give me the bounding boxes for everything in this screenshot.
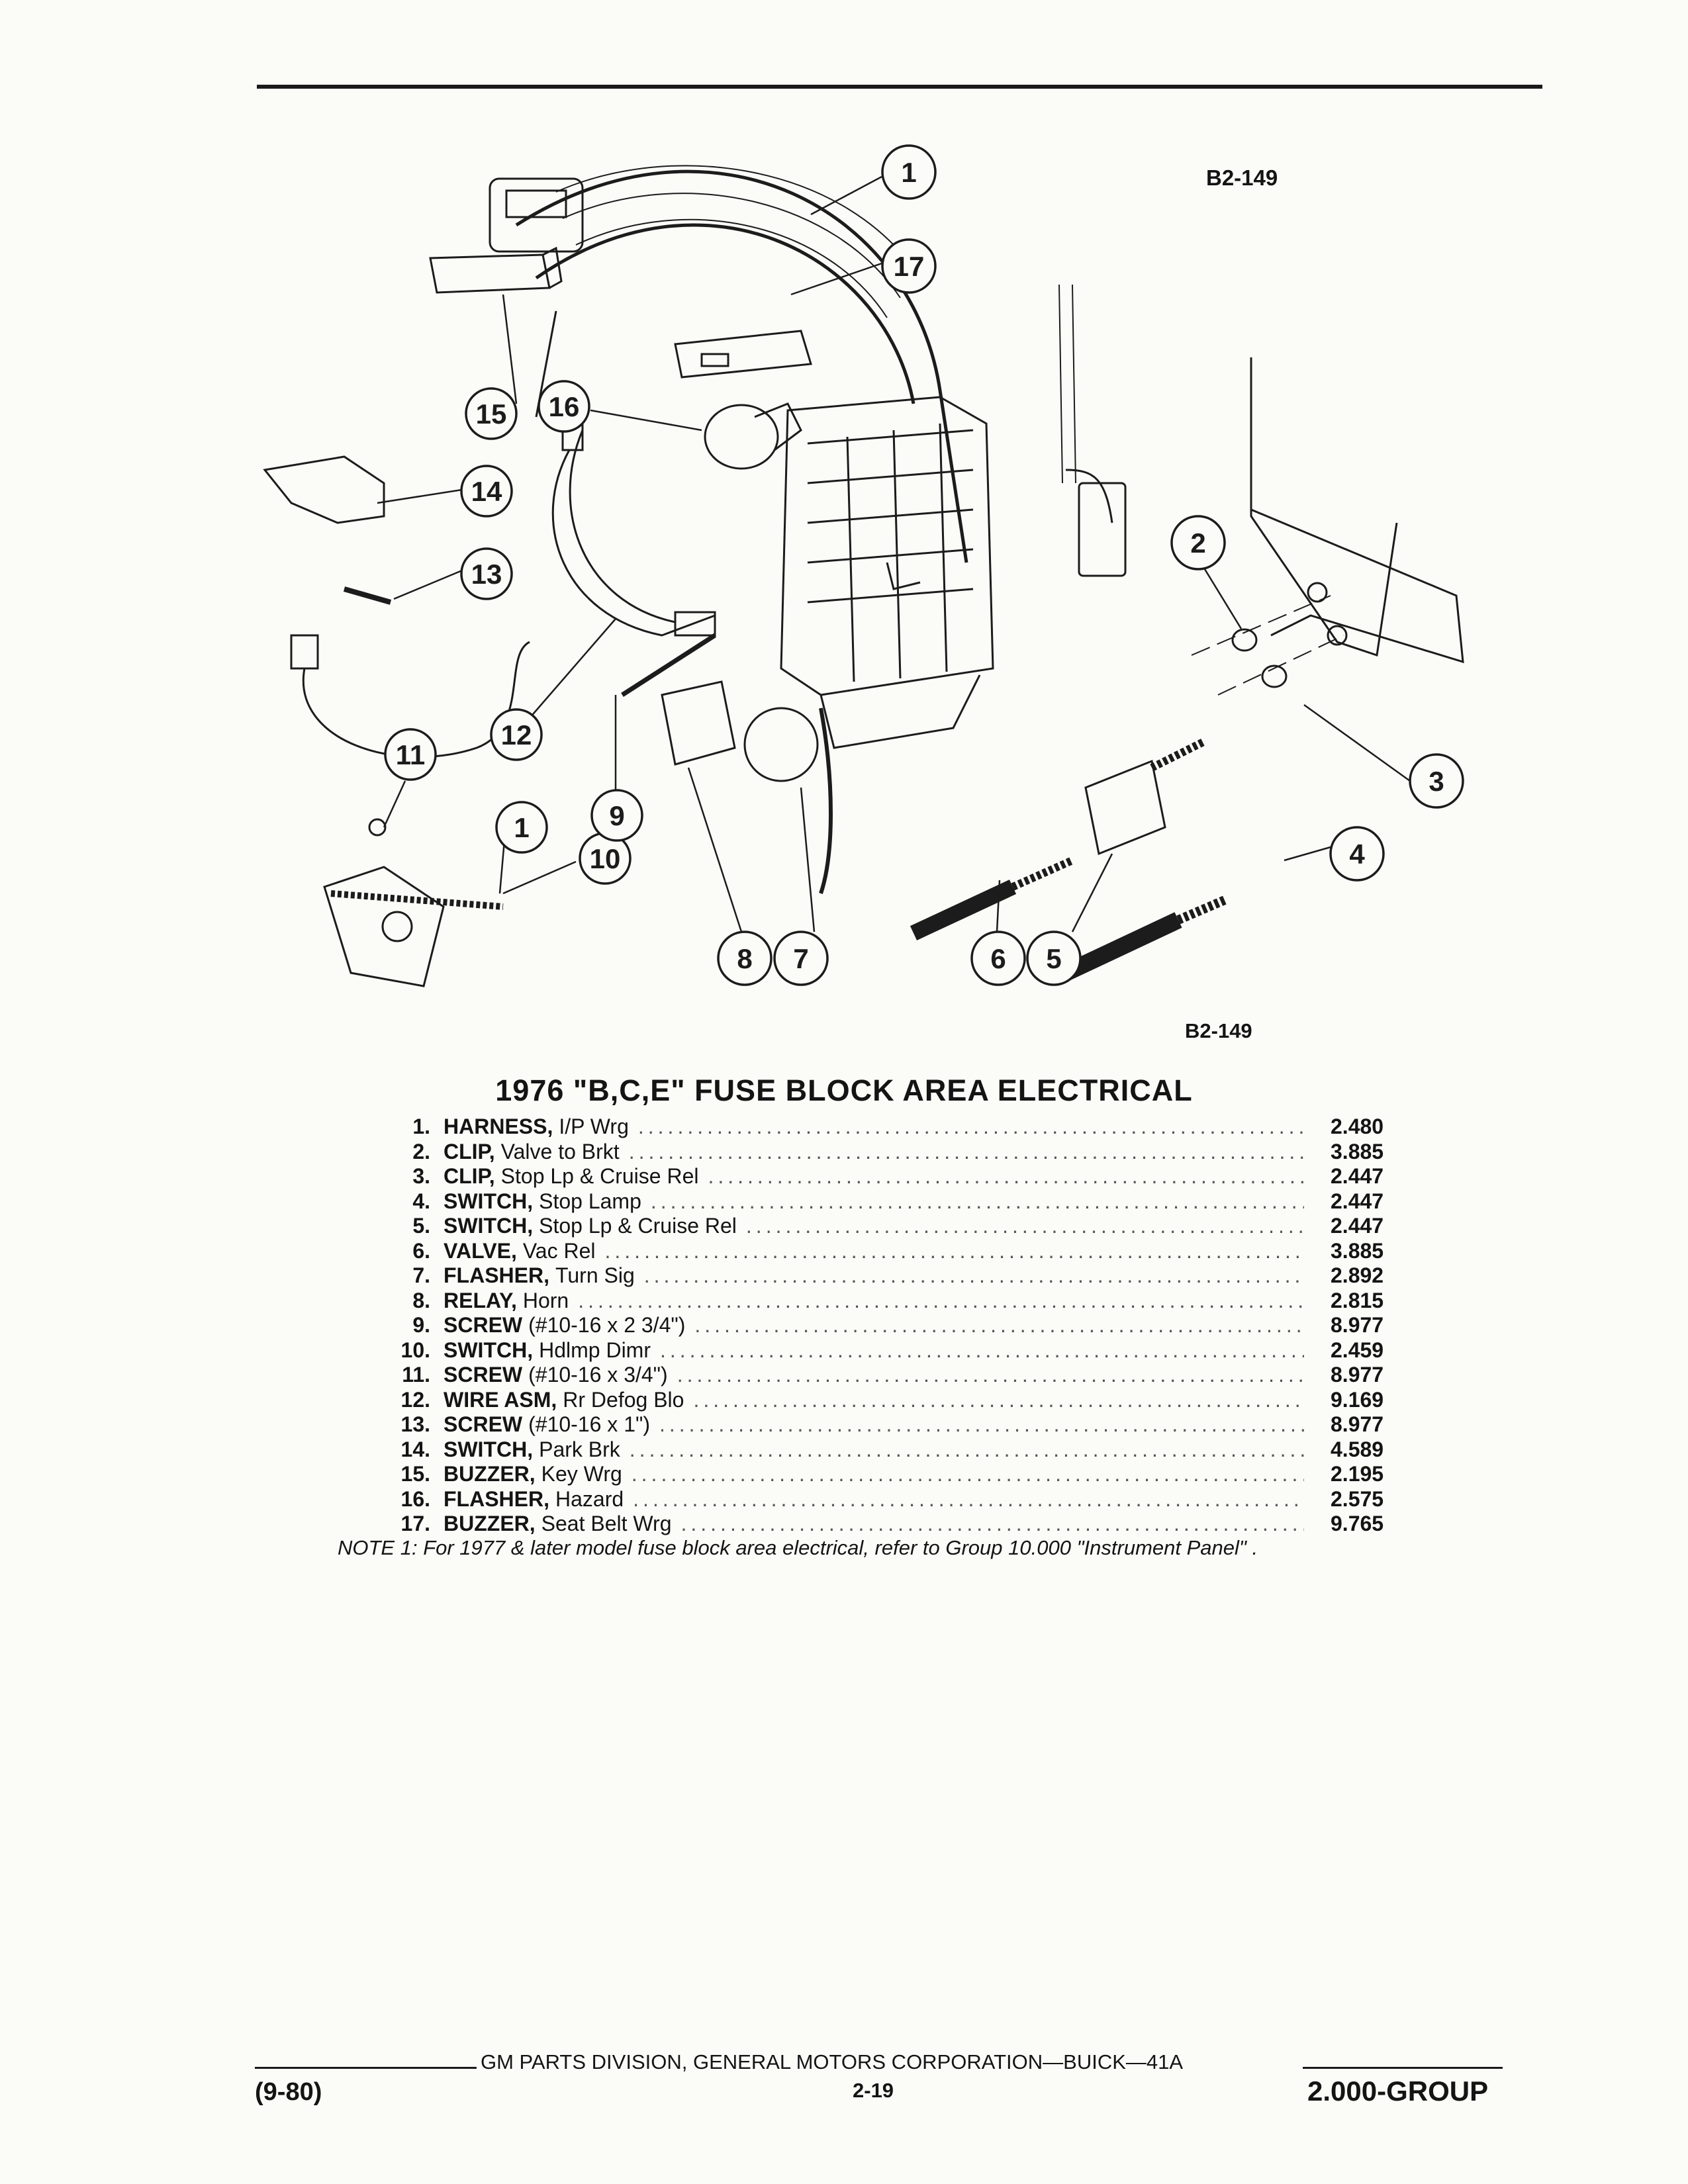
callout-7: 7 xyxy=(773,931,829,986)
parts-list-item: 6.VALVE,Vac Rel.........................… xyxy=(412,1238,1384,1263)
callout-8: 8 xyxy=(717,931,773,986)
parts-list-item: 2.CLIP,Valve to Brkt....................… xyxy=(412,1139,1384,1163)
callout-15: 15 xyxy=(465,387,518,440)
parts-list-item: 3.CLIP,Stop Lp & Cruise Rel.............… xyxy=(412,1164,1384,1188)
callout-10: 10 xyxy=(579,832,632,885)
parts-list: 1.HARNESS,I/P Wrg.......................… xyxy=(371,1115,1403,1537)
parts-list-item: 12.WIRE ASM,Rr Defog Blo................… xyxy=(400,1387,1384,1412)
footer-group: 2.000-GROUP xyxy=(1307,2075,1489,2107)
footer-page-number: 2-19 xyxy=(853,2079,894,2102)
callout-17: 17 xyxy=(881,238,937,294)
parts-list-item: 1.HARNESS,I/P Wrg.......................… xyxy=(412,1115,1384,1138)
footer-rule-left xyxy=(255,2067,477,2069)
parts-list-item: 17.BUZZER,Seat Belt Wrg.................… xyxy=(400,1512,1384,1535)
parts-list-item: 13.SCREW(#10-16 x 1")...................… xyxy=(400,1412,1384,1436)
footnote: NOTE 1: For 1977 & later model fuse bloc… xyxy=(338,1536,1258,1559)
svg-text:16: 16 xyxy=(549,391,580,422)
footer-corporation: GM PARTS DIVISION, GENERAL MOTORS CORPOR… xyxy=(481,2050,1184,2073)
callout-9: 9 xyxy=(590,789,643,842)
svg-text:15: 15 xyxy=(476,398,507,430)
parts-list-item: 4.SWITCH,Stop Lamp......................… xyxy=(412,1189,1384,1213)
parts-list-item: 5.SWITCH,Stop Lp & Cruise Rel...........… xyxy=(412,1214,1384,1238)
svg-text:4: 4 xyxy=(1349,839,1365,870)
svg-text:14: 14 xyxy=(471,476,502,507)
parts-list-item: 11.SCREW(#10-16 x 3/4").................… xyxy=(402,1363,1384,1387)
svg-text:8: 8 xyxy=(737,943,752,974)
svg-text:13: 13 xyxy=(471,559,502,590)
svg-text:6: 6 xyxy=(990,943,1006,974)
svg-text:12: 12 xyxy=(501,719,532,751)
callout-14: 14 xyxy=(460,465,513,518)
callout-12: 12 xyxy=(490,708,543,761)
svg-text:2: 2 xyxy=(1190,527,1205,559)
parts-list-item: 9.SCREW(#10-16 x 2 3/4")................… xyxy=(412,1313,1384,1337)
parts-list-item: 16.FLASHER,Hazard.......................… xyxy=(400,1486,1384,1511)
callout-5: 5 xyxy=(1026,931,1082,986)
svg-text:1: 1 xyxy=(901,157,916,188)
callout-2: 2 xyxy=(1170,515,1226,570)
figure-ref-bottom: B2-149 xyxy=(1185,1019,1252,1042)
parts-list-item: 10.SWITCH,Hdlmp Dimr....................… xyxy=(400,1338,1384,1362)
svg-text:3: 3 xyxy=(1429,766,1444,797)
parts-list-item: 8.RELAY,Horn............................… xyxy=(412,1288,1384,1312)
parts-list-item: 14.SWITCH,Park Brk......................… xyxy=(400,1437,1384,1461)
callout-6: 6 xyxy=(970,931,1026,986)
callout-16: 16 xyxy=(538,380,590,433)
page-title: 1976 "B,C,E" FUSE BLOCK AREA ELECTRICAL xyxy=(495,1073,1193,1107)
callout-1-lower: 1 xyxy=(495,801,548,854)
exploded-parts-diagram: 1 17 15 16 14 13 12 11 1 10 9 8 7 6 5 4 … xyxy=(263,144,1464,987)
svg-text:9: 9 xyxy=(609,800,624,831)
header-rule xyxy=(257,85,1542,89)
callout-11: 11 xyxy=(384,728,437,781)
svg-text:10: 10 xyxy=(590,843,621,874)
svg-text:11: 11 xyxy=(396,739,425,770)
callout-4: 4 xyxy=(1329,826,1385,882)
figure-ref-top: B2-149 xyxy=(1206,165,1278,190)
parts-list-item: 15.BUZZER,Key Wrg.......................… xyxy=(400,1462,1384,1486)
callout-13: 13 xyxy=(460,547,513,600)
svg-text:17: 17 xyxy=(894,251,925,282)
callout-3: 3 xyxy=(1409,753,1464,809)
parts-list-item: 7.FLASHER,Turn Sig......................… xyxy=(412,1263,1384,1287)
footer-date: (9-80) xyxy=(255,2078,322,2106)
callout-1-top: 1 xyxy=(881,144,937,200)
svg-text:5: 5 xyxy=(1046,943,1061,974)
svg-text:7: 7 xyxy=(793,943,808,974)
footer-rule-right xyxy=(1303,2067,1503,2069)
svg-text:1: 1 xyxy=(514,812,529,843)
